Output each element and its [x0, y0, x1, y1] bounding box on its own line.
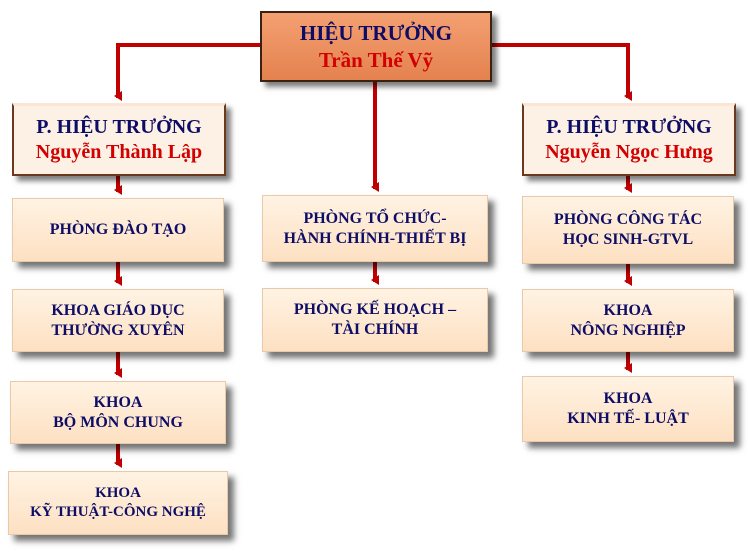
dept-label-line1: PHÒNG CÔNG TÁC	[553, 211, 703, 228]
principal-box: HIỆU TRƯỞNG Trần Thế Vỹ	[260, 11, 492, 82]
dept-dao-tao: PHÒNG ĐÀO TẠO	[12, 198, 224, 262]
dept-label-line1: PHÒNG TỔ CHỨC-	[303, 209, 447, 227]
dept-label-line2: HÀNH CHÍNH-THIẾT BỊ	[283, 229, 467, 247]
dept-label-line2: KỸ THUẬT-CÔNG NGHỆ	[30, 504, 206, 520]
dept-giao-duc-thuong-xuyen: KHOA GIÁO DỤC THƯỜNG XUYÊN	[12, 289, 224, 352]
dept-label-line1: PHÒNG KẾ HOẠCH –	[293, 301, 457, 318]
vice-principal-left-title: P. HIỆU TRƯỞNG	[36, 116, 202, 138]
dept-label-line2: TÀI CHÍNH	[331, 321, 419, 338]
dept-label-line1: KHOA	[603, 301, 653, 319]
dept-ke-hoach-tai-chinh: PHÒNG KẾ HOẠCH – TÀI CHÍNH	[262, 288, 488, 352]
connector-principal-right	[490, 43, 632, 101]
vice-principal-left-name: Nguyễn Thành Lập	[35, 141, 203, 163]
dept-to-chuc-hanh-chinh: PHÒNG TỔ CHỨC- HÀNH CHÍNH-THIẾT BỊ	[262, 195, 488, 262]
vice-principal-left-box: P. HIỆU TRƯỞNG Nguyễn Thành Lập	[12, 103, 226, 176]
dept-kinh-te-luat: KHOA KINH TẾ- LUẬT	[522, 376, 734, 442]
dept-label-line2: HỌC SINH-GTVL	[562, 231, 694, 248]
dept-label-line2: BỘ MÔN CHUNG	[53, 413, 183, 431]
dept-label-line1: KHOA GIÁO DỤC	[51, 301, 185, 319]
principal-title: HIỆU TRƯỞNG	[299, 21, 453, 46]
principal-name: Trần Thế Vỹ	[318, 47, 434, 72]
dept-cong-tac-hoc-sinh: PHÒNG CÔNG TÁC HỌC SINH-GTVL	[522, 196, 734, 264]
vice-principal-right-box: P. HIỆU TRƯỞNG Nguyễn Ngọc Hưng	[522, 103, 736, 176]
connector-principal-left	[114, 43, 262, 101]
dept-nong-nghiep: KHOA NÔNG NGHIỆP	[522, 289, 734, 352]
dept-label-line1: PHÒNG ĐÀO TẠO	[49, 221, 187, 238]
dept-label-line1: KHOA	[93, 393, 143, 411]
dept-label-line2: THƯỜNG XUYÊN	[51, 321, 185, 339]
dept-label-line1: KHOA	[95, 485, 141, 502]
dept-bo-mon-chung: KHOA BỘ MÔN CHUNG	[10, 381, 226, 444]
vice-principal-right-title: P. HIỆU TRƯỞNG	[546, 116, 712, 138]
dept-ky-thuat-cong-nghe: KHOA KỸ THUẬT-CÔNG NGHỆ	[8, 471, 228, 535]
dept-label-line2: KINH TẾ- LUẬT	[567, 410, 689, 427]
dept-label-line1: KHOA	[603, 390, 653, 407]
vice-principal-right-name: Nguyễn Ngọc Hưng	[545, 141, 713, 163]
dept-label-line2: NÔNG NGHIỆP	[570, 321, 686, 339]
